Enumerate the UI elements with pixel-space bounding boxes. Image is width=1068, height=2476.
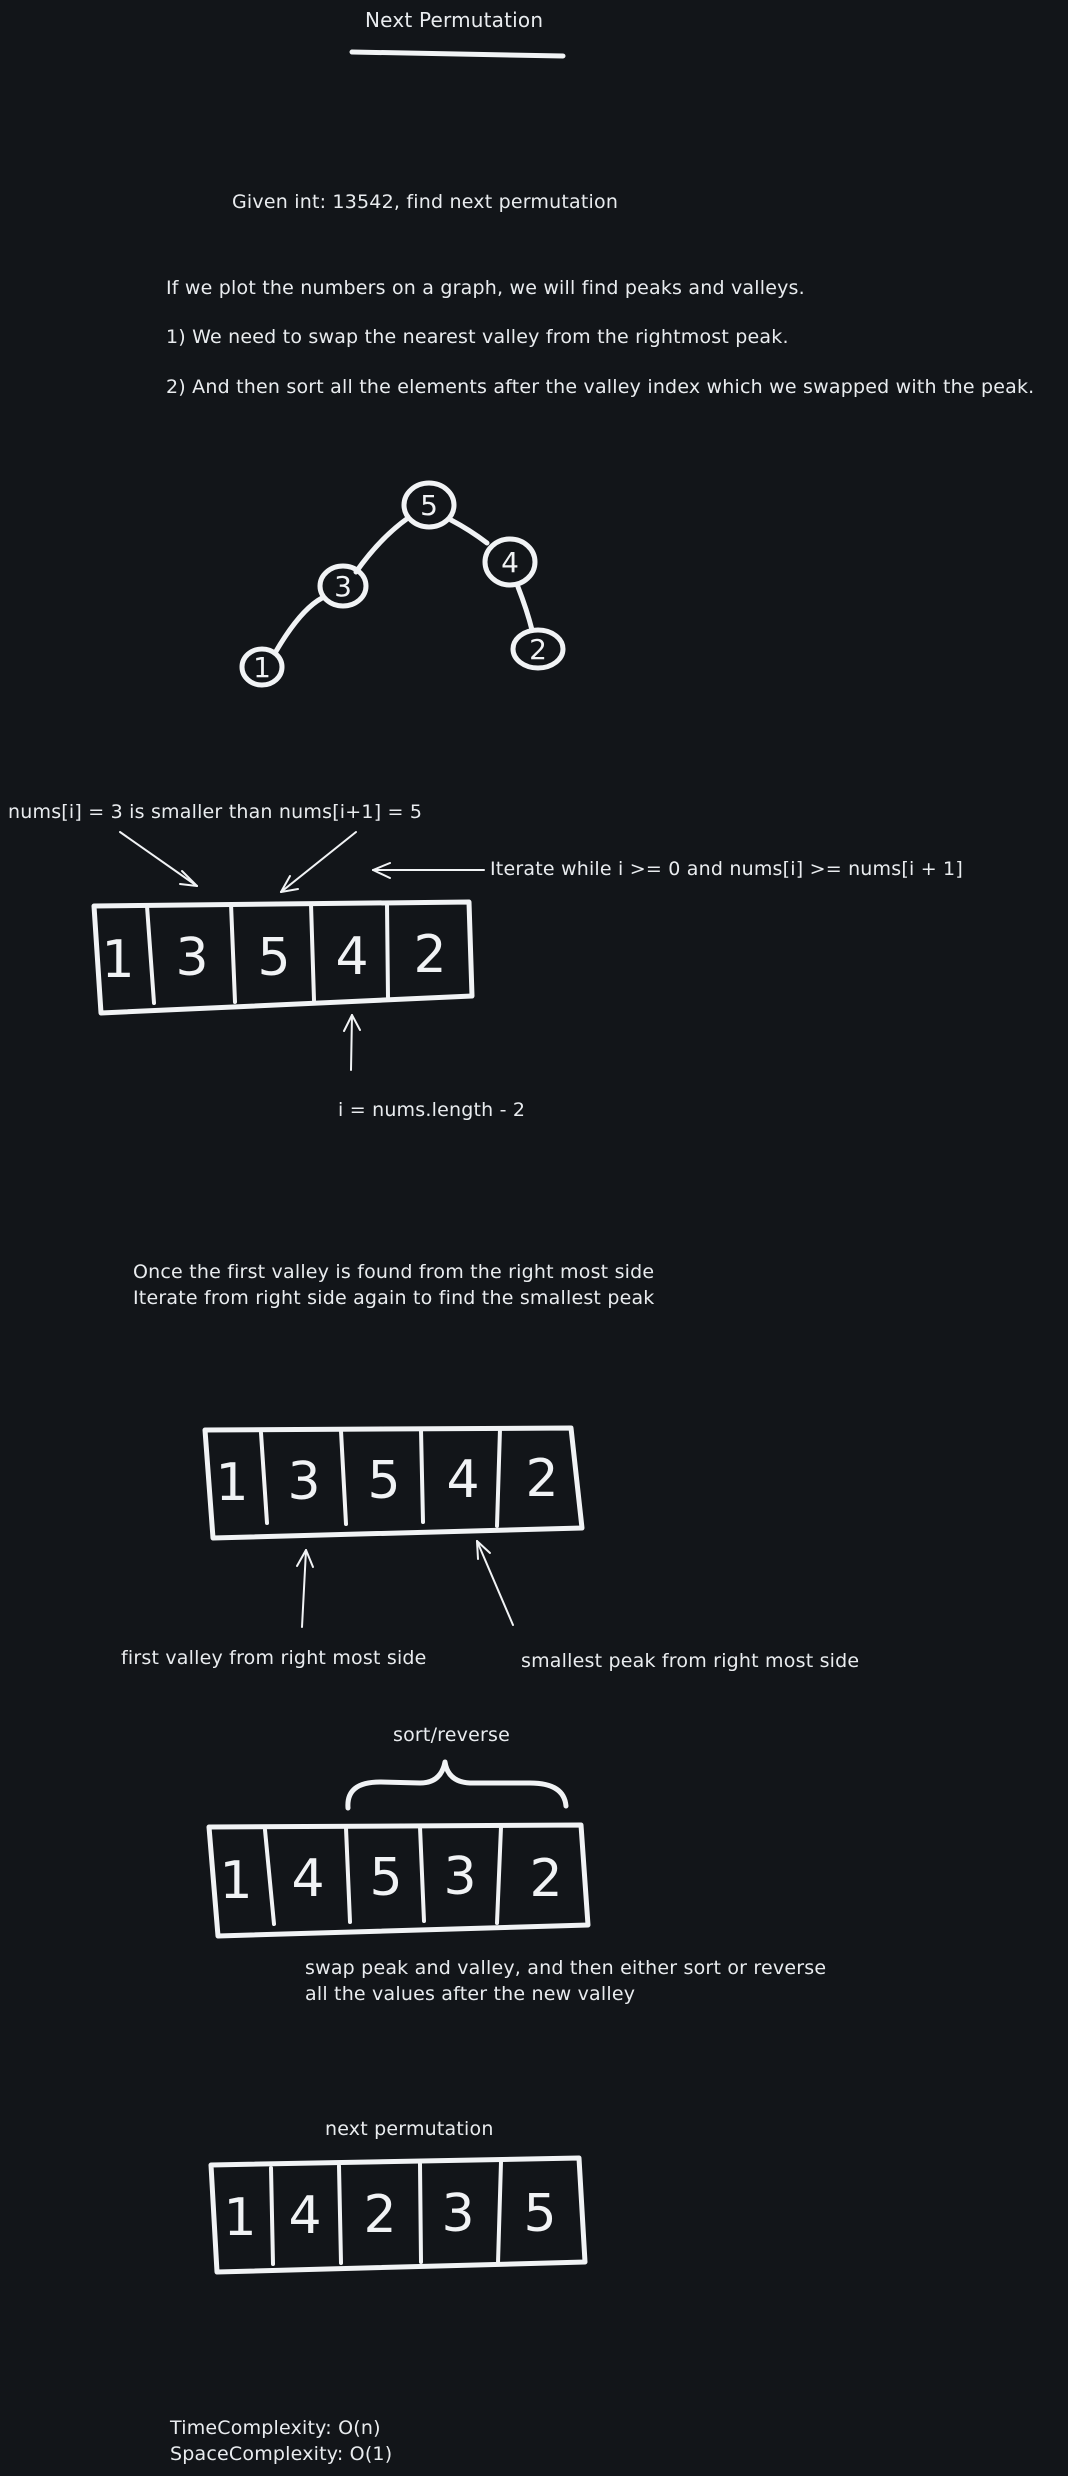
graph-node-label: 4	[501, 546, 519, 579]
arrow-smallest-peak	[476, 1540, 514, 1626]
array-divider	[495, 1427, 502, 1528]
graph-node-circle	[239, 646, 285, 688]
array-cell: 1	[223, 2188, 256, 2248]
step2-note-line-2: Iterate from right side again to find th…	[133, 1287, 655, 1309]
array-cell: 1	[219, 1851, 252, 1911]
time-complexity: TimeComplexity: O(n)	[170, 2417, 381, 2439]
step2-note-line-1: Once the first valley is found from the …	[133, 1261, 655, 1283]
peak-label: smallest peak from right most side	[521, 1650, 860, 1672]
array-cell: 2	[529, 1849, 562, 1909]
array-cell: 4	[335, 927, 368, 987]
array-cell: 5	[369, 1848, 402, 1908]
graph-node-circle	[401, 480, 457, 530]
array-cell: 4	[446, 1450, 479, 1510]
arrow-to-peak	[280, 831, 357, 893]
graph-node-circle	[317, 563, 369, 609]
step3-note-line-1: swap peak and valley, and then either so…	[305, 1957, 827, 1979]
array-cell: 4	[291, 1849, 324, 1909]
comparison-note: nums[i] = 3 is smaller than nums[i+1] = …	[8, 801, 423, 823]
graph-edge-1-3	[272, 595, 325, 656]
array-divider	[269, 2166, 275, 2266]
array-box-frame	[208, 2155, 588, 2275]
array-cell: 2	[363, 2185, 396, 2245]
iterate-note: Iterate while i >= 0 and nums[i] >= nums…	[490, 858, 963, 880]
intro-line-3: 2) And then sort all the elements after …	[166, 376, 1035, 398]
arrow-to-valley	[119, 831, 198, 887]
space-complexity: SpaceComplexity: O(1)	[170, 2443, 393, 2465]
array-divider	[339, 1429, 348, 1526]
array-cell: 3	[443, 1847, 476, 1907]
graph-edge-4-2	[515, 584, 535, 633]
graph-node-label: 5	[420, 489, 438, 522]
sort-reverse-brace	[345, 1759, 569, 1811]
array-cell: 3	[175, 928, 208, 988]
array-divider	[337, 2164, 343, 2265]
graph-node-label: 1	[253, 651, 271, 684]
array-divider	[419, 1428, 425, 1524]
array-cell: 2	[525, 1449, 558, 1509]
graph-node-label: 3	[334, 570, 352, 603]
title-underline	[349, 49, 566, 59]
result-label: next permutation	[325, 2118, 494, 2140]
array-divider	[229, 902, 237, 1004]
intro-line-1: If we plot the numbers on a graph, we wi…	[166, 277, 805, 299]
given-statement: Given int: 13542, find next permutation	[232, 191, 619, 213]
arrow-first-valley	[296, 1549, 314, 1628]
array-cell: 5	[523, 2184, 556, 2244]
graph-edge-3-5	[353, 515, 411, 575]
array-divider	[418, 1825, 426, 1923]
arrow-iterate	[372, 862, 485, 879]
intro-line-2: 1) We need to swap the nearest valley fr…	[166, 326, 789, 348]
array-divider	[309, 902, 316, 1002]
array-cell: 5	[367, 1451, 400, 1511]
array-divider	[418, 2162, 423, 2264]
array-divider	[344, 1826, 352, 1924]
array-cell: 4	[288, 2186, 321, 2246]
array-divider	[263, 1828, 276, 1926]
array-divider	[496, 2160, 503, 2265]
array-cell: 2	[413, 925, 446, 985]
array-cell: 3	[287, 1452, 320, 1512]
array-cell: 1	[101, 930, 134, 990]
array-box-frame	[206, 1822, 591, 1939]
array-box-frame	[202, 1425, 585, 1541]
array-divider	[385, 902, 390, 1000]
arrow-index	[343, 1014, 361, 1071]
array-divider	[259, 1431, 269, 1525]
array-divider	[145, 904, 156, 1005]
array-divider	[495, 1825, 503, 1925]
page-title: Next Permutation	[365, 8, 544, 32]
array-cell: 5	[257, 928, 290, 988]
array-cell: 1	[215, 1453, 248, 1513]
index-note: i = nums.length - 2	[338, 1099, 526, 1121]
graph-node-label: 2	[529, 633, 547, 666]
graph-edge-5-4	[448, 517, 490, 546]
sort-reverse-label: sort/reverse	[393, 1724, 511, 1746]
graph-node-circle	[510, 627, 566, 671]
array-box-frame	[91, 899, 475, 1016]
valley-label: first valley from right most side	[121, 1647, 427, 1669]
graph-node-circle	[482, 536, 538, 588]
step3-note-line-2: all the values after the new valley	[305, 1983, 636, 2005]
array-cell: 3	[441, 2184, 474, 2244]
